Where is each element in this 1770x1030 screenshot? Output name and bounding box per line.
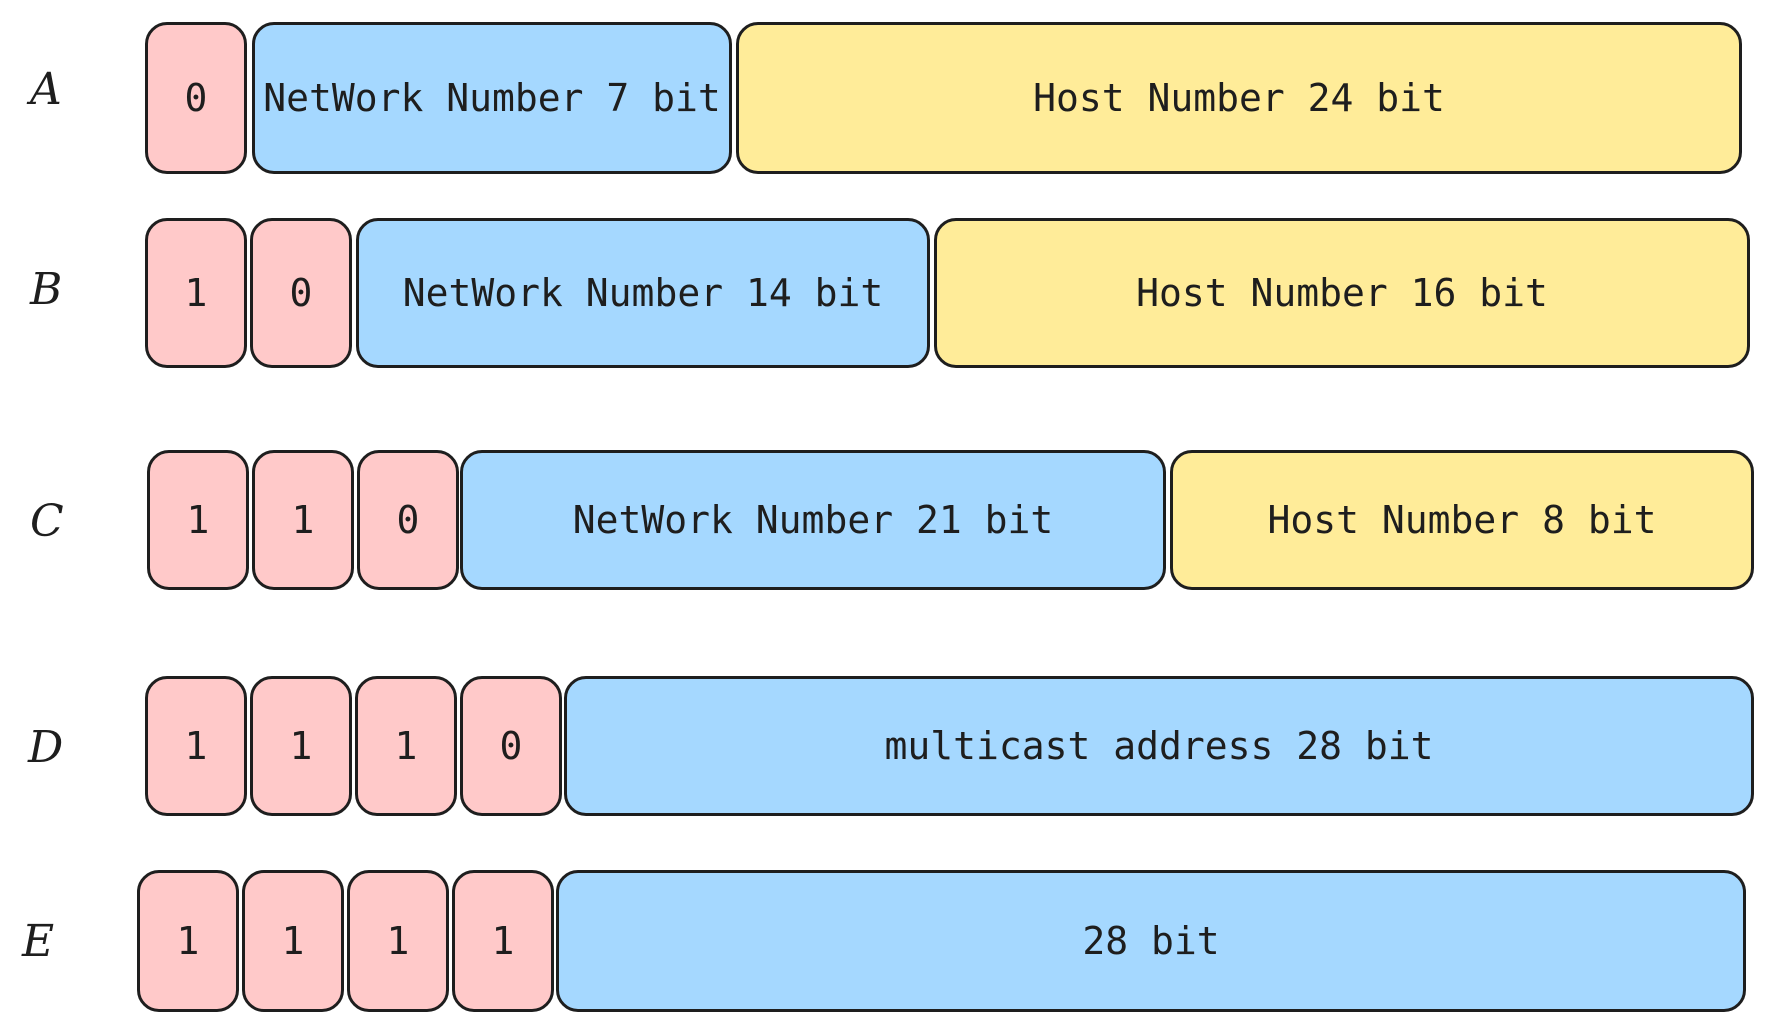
prefix-bit-box: 1 [145, 218, 247, 368]
prefix-bit-box: 1 [347, 870, 449, 1012]
host-number-field: Host Number 16 bit [934, 218, 1750, 368]
network-number-field: NetWork Number 7 bit [252, 22, 732, 174]
class-label-d: D [28, 722, 64, 773]
prefix-bit-box: 1 [137, 870, 239, 1012]
class-label-c: C [30, 496, 64, 547]
class-label-e: E [22, 916, 55, 967]
class-label-b: B [30, 264, 63, 315]
prefix-bit-box: 1 [355, 676, 457, 816]
prefix-bit-box: 1 [252, 450, 354, 590]
prefix-bit-box: 1 [145, 676, 247, 816]
prefix-bit-box: 0 [357, 450, 459, 590]
prefix-bit-box: 0 [250, 218, 352, 368]
network-number-field: NetWork Number 14 bit [356, 218, 930, 368]
host-number-field: Host Number 8 bit [1170, 450, 1754, 590]
prefix-bit-box: 1 [242, 870, 344, 1012]
network-number-field: NetWork Number 21 bit [460, 450, 1166, 590]
prefix-bit-box: 0 [145, 22, 247, 174]
prefix-bit-box: 0 [460, 676, 562, 816]
prefix-bit-box: 1 [147, 450, 249, 590]
network-number-field: multicast address 28 bit [564, 676, 1754, 816]
prefix-bit-box: 1 [250, 676, 352, 816]
prefix-bit-box: 1 [452, 870, 554, 1012]
class-label-a: A [30, 64, 62, 115]
host-number-field: Host Number 24 bit [736, 22, 1742, 174]
network-number-field: 28 bit [556, 870, 1746, 1012]
